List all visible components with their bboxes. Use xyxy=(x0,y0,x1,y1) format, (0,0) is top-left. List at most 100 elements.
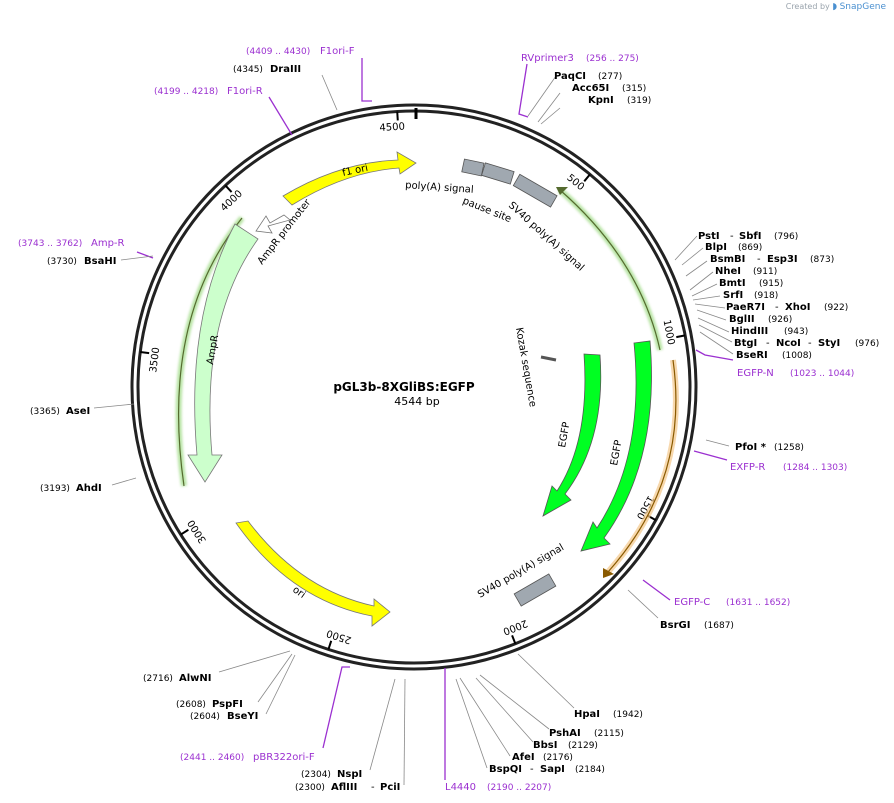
enzyme-name-bseri: BseRI xyxy=(736,350,768,361)
feature-label-kozak: Kozak sequence xyxy=(513,327,538,408)
enzyme-name-xhoi: XhoI xyxy=(785,302,810,313)
enzyme-pos-btgi: (976) xyxy=(855,339,879,349)
primer-line-exfp-r xyxy=(693,450,728,461)
tick-label: 1000 xyxy=(661,319,677,346)
feature-poly-a-signal[interactable] xyxy=(461,158,485,177)
primer-range-f1ori-r: (4199 .. 4218) xyxy=(154,87,218,97)
primer-name-f1ori-f: F1ori-F xyxy=(320,46,355,57)
feature-label-poly-a-signal: poly(A) signal xyxy=(405,180,474,196)
primer-line-pbr322ori-f xyxy=(322,666,350,749)
enzyme-name-asei: AseI xyxy=(66,406,90,417)
feature-label-egfp-outer: EGFP xyxy=(609,439,624,466)
enzyme-name-bsahi: BsaHI xyxy=(84,256,116,267)
tick-marks xyxy=(140,111,686,650)
enzyme-name-bsrgi: BsrGI xyxy=(660,620,690,631)
enzyme-pos-kpni: (319) xyxy=(627,96,651,106)
enzyme-pos-bsmbi: (873) xyxy=(810,255,834,265)
enzyme-pos-bbsi: (2129) xyxy=(568,741,598,751)
enzyme-name-paqci: PaqCI xyxy=(554,71,586,82)
enzyme-name-kpni: KpnI xyxy=(588,95,614,106)
feature-pause-site[interactable] xyxy=(481,162,515,185)
enzyme-name-bspqi: BspQI xyxy=(489,764,522,775)
feature-ori[interactable] xyxy=(235,520,391,627)
tick-label: 4000 xyxy=(219,188,245,213)
enzyme-pos-afliii: (2300) xyxy=(295,783,325,793)
feature-sv40-polya-top[interactable] xyxy=(512,173,558,208)
enzyme-name-afliii: AflIII xyxy=(331,782,357,793)
enzyme-name-hindiii: HindIII xyxy=(731,326,768,337)
primer-name-exfp-r: EXFP-R xyxy=(730,462,765,473)
backbone-outer-ring xyxy=(130,103,698,671)
enzyme-pos-paqci: (277) xyxy=(598,72,622,82)
tick-label: 3000 xyxy=(186,517,209,544)
enzyme-pos-srfi: (918) xyxy=(754,291,778,301)
enzyme-name-bsmbi: BsmBI xyxy=(710,254,745,265)
primer-range-egfp-n: (1023 .. 1044) xyxy=(790,369,854,379)
enzyme-name-psti: PstI xyxy=(698,231,720,242)
svg-text:-: - xyxy=(766,338,770,349)
enzyme-name-pshai: PshAI xyxy=(549,728,581,739)
enzyme-name-afei: AfeI xyxy=(512,752,535,763)
enzyme-name-acc65i: Acc65I xyxy=(572,83,609,94)
tick-label: 4500 xyxy=(379,121,405,134)
egfp-outer-line xyxy=(559,189,661,351)
enzyme-name-alwni: AlwNI xyxy=(179,673,212,684)
enzyme-name-ncoi: NcoI xyxy=(776,338,801,349)
primer-name-l4440: L4440 xyxy=(445,782,476,793)
enzyme-pos-bseyi: (2604) xyxy=(190,712,220,722)
enzyme-name-srfi: SrfI xyxy=(723,290,743,301)
primer-name-egfp-n: EGFP-N xyxy=(737,368,774,379)
feature-kozak[interactable] xyxy=(540,355,557,362)
primer-line-f1ori-r xyxy=(268,96,293,136)
enzyme-pos-afei: (2176) xyxy=(543,753,573,763)
orange-arrowhead xyxy=(603,568,614,578)
enzyme-name-nhei: NheI xyxy=(715,266,741,277)
primer-range-pbr322ori-f: (2441 .. 2460) xyxy=(180,753,244,763)
feature-ampr[interactable] xyxy=(187,223,259,483)
primer-range-l4440: (2190 .. 2207) xyxy=(487,783,551,793)
enzyme-pos-bseri: (1008) xyxy=(782,351,812,361)
primer-name-pbr322ori-f: pBR322ori-F xyxy=(253,752,315,763)
enzyme-name-pfoi: PfoI * xyxy=(735,442,767,453)
enzyme-name-btgi: BtgI xyxy=(734,338,757,349)
enzyme-pos-bsahi: (3730) xyxy=(47,257,77,267)
primer-name-f1ori-r: F1ori-R xyxy=(227,86,263,97)
primer-line-f1ori-f xyxy=(361,58,372,102)
enzyme-pos-bmti: (915) xyxy=(759,279,783,289)
enzyme-pos-psti: (796) xyxy=(774,232,798,242)
enzyme-name-ahdi: AhdI xyxy=(76,483,102,494)
tick-label: 3500 xyxy=(148,347,162,374)
tick-mark xyxy=(327,640,333,650)
tick-label: 500 xyxy=(564,172,586,193)
tick-mark xyxy=(511,634,517,645)
ampr-outer-line xyxy=(177,217,243,487)
primer-line-rvprimer3 xyxy=(518,63,529,118)
feature-egfp-outer[interactable] xyxy=(580,340,652,552)
feature-label-pause-site: pause site xyxy=(461,196,513,225)
enzyme-pos-bspqi: (2184) xyxy=(575,765,605,775)
enzyme-name-bglii: BglII xyxy=(729,314,755,325)
enzyme-labels: (4345) DraIII PaqCI (277) Acc65I (315) K… xyxy=(30,64,879,793)
feature-egfp-inner[interactable] xyxy=(542,353,602,517)
feature-sv40-polya-bottom[interactable] xyxy=(513,573,557,607)
svg-text:-: - xyxy=(775,302,779,313)
enzyme-pos-paer7i: (922) xyxy=(824,303,848,313)
enzyme-name-blpi: BlpI xyxy=(705,242,727,253)
feature-label-egfp-inner: EGFP xyxy=(557,421,572,448)
feature-ampr-promoter[interactable] xyxy=(255,214,291,234)
enzyme-pos-blpi: (869) xyxy=(738,243,762,253)
primer-range-amp-r: (3743 .. 3762) xyxy=(18,239,82,249)
primer-range-rvprimer3: (256 .. 275) xyxy=(586,54,639,64)
primer-range-f1ori-f: (4409 .. 4430) xyxy=(246,47,310,57)
enzyme-name-hpai: HpaI xyxy=(574,709,600,720)
enzyme-pos-pspfi: (2608) xyxy=(176,700,206,710)
enzyme-pos-draiii: (4345) xyxy=(233,65,263,75)
primer-range-exfp-r: (1284 .. 1303) xyxy=(783,463,847,473)
primer-range-egfp-c: (1631 .. 1652) xyxy=(726,598,790,608)
svg-text:-: - xyxy=(530,764,534,775)
feature-f1-ori[interactable] xyxy=(282,151,417,206)
enzyme-pos-pshai: (2115) xyxy=(594,729,624,739)
primer-line-amp-r xyxy=(136,251,154,259)
snapgene-credit: Created by ◗ SnapGene xyxy=(786,2,886,12)
